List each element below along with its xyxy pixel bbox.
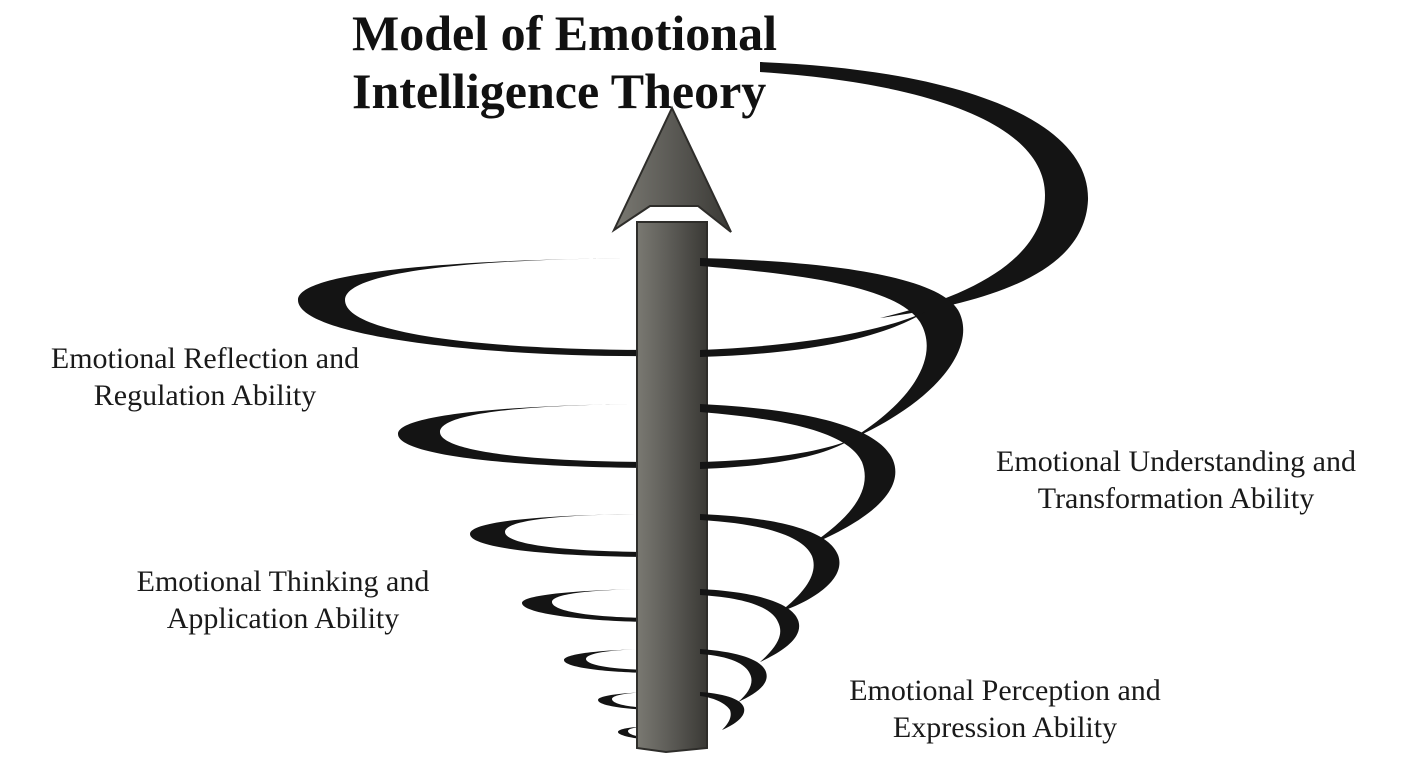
arrow-shaft [636,221,708,754]
spiral-loop-back-1 [298,258,660,357]
upward-arrow [611,105,732,754]
spiral-top-sweep [760,62,1089,318]
label-reflection-line-2: Regulation Ability [93,379,317,412]
spiral-loop-front-2 [700,404,896,545]
label-perception-line-2: Expression Ability [892,711,1118,744]
spiral-loop-front-6 [700,692,745,730]
label-understanding-line-1: Emotional Understanding and [996,445,1356,478]
spiral-loop-front-3 [700,514,840,612]
label-thinking-line-2: Application Ability [166,602,400,635]
label-thinking-application: Emotional Thinking and Application Abili… [94,563,472,637]
spiral-front [700,62,1089,730]
spiral-loop-back-3 [470,514,660,557]
title-line-2: Intelligence Theory [352,63,767,119]
arrow-head [611,105,732,233]
label-reflection-regulation: Emotional Reflection and Regulation Abil… [6,340,404,414]
spiral-loop-back-7 [618,726,660,740]
label-perception-line-1: Emotional Perception and [849,674,1161,707]
spiral-loop-back-2 [398,404,660,468]
spiral-loop-front-1b [700,312,925,357]
label-perception-expression: Emotional Perception and Expression Abil… [804,672,1206,746]
spiral-loop-front-2b [700,440,850,469]
spiral-loop-back-6 [598,692,660,710]
label-thinking-line-1: Emotional Thinking and [136,565,430,598]
spiral-loop-back-4 [522,589,660,622]
label-understanding-transformation: Emotional Understanding and Transformati… [944,443,1408,517]
spiral-back [298,258,660,740]
label-understanding-line-2: Transformation Ability [1037,482,1315,515]
diagram-title: Model of Emotional Intelligence Theory [352,4,777,120]
spiral-loop-back-5 [564,649,660,673]
spiral-loop-front-5 [700,649,767,702]
label-reflection-line-1: Emotional Reflection and [50,342,360,375]
title-line-1: Model of Emotional [352,5,777,61]
spiral-loop-front-4 [700,589,800,662]
